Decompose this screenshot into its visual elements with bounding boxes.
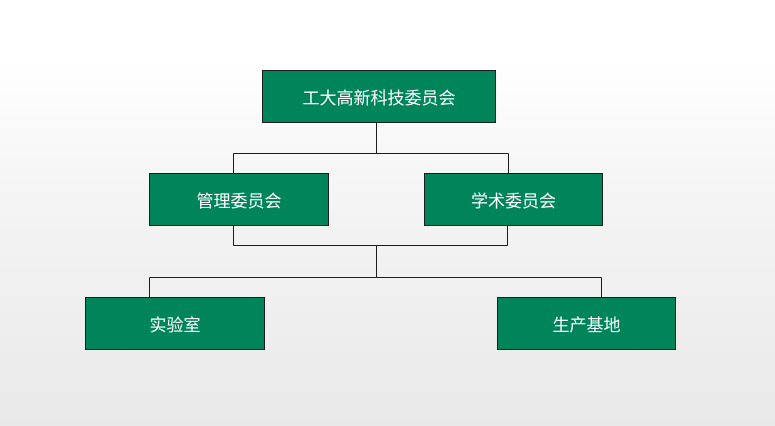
node-science-committee: 工大高新科技委员会	[262, 70, 496, 123]
node-management-committee-label: 管理委员会	[196, 192, 282, 212]
node-production-base-label: 生产基地	[552, 316, 621, 336]
node-academic-committee-label: 学术委员会	[471, 192, 556, 212]
node-laboratory: 实验室	[85, 297, 265, 350]
node-science-committee-label: 工大高新科技委员会	[302, 89, 456, 109]
node-management-committee: 管理委员会	[149, 173, 329, 226]
node-academic-committee: 学术委员会	[424, 173, 603, 226]
node-laboratory-label: 实验室	[149, 316, 201, 336]
node-production-base: 生产基地	[497, 297, 676, 350]
